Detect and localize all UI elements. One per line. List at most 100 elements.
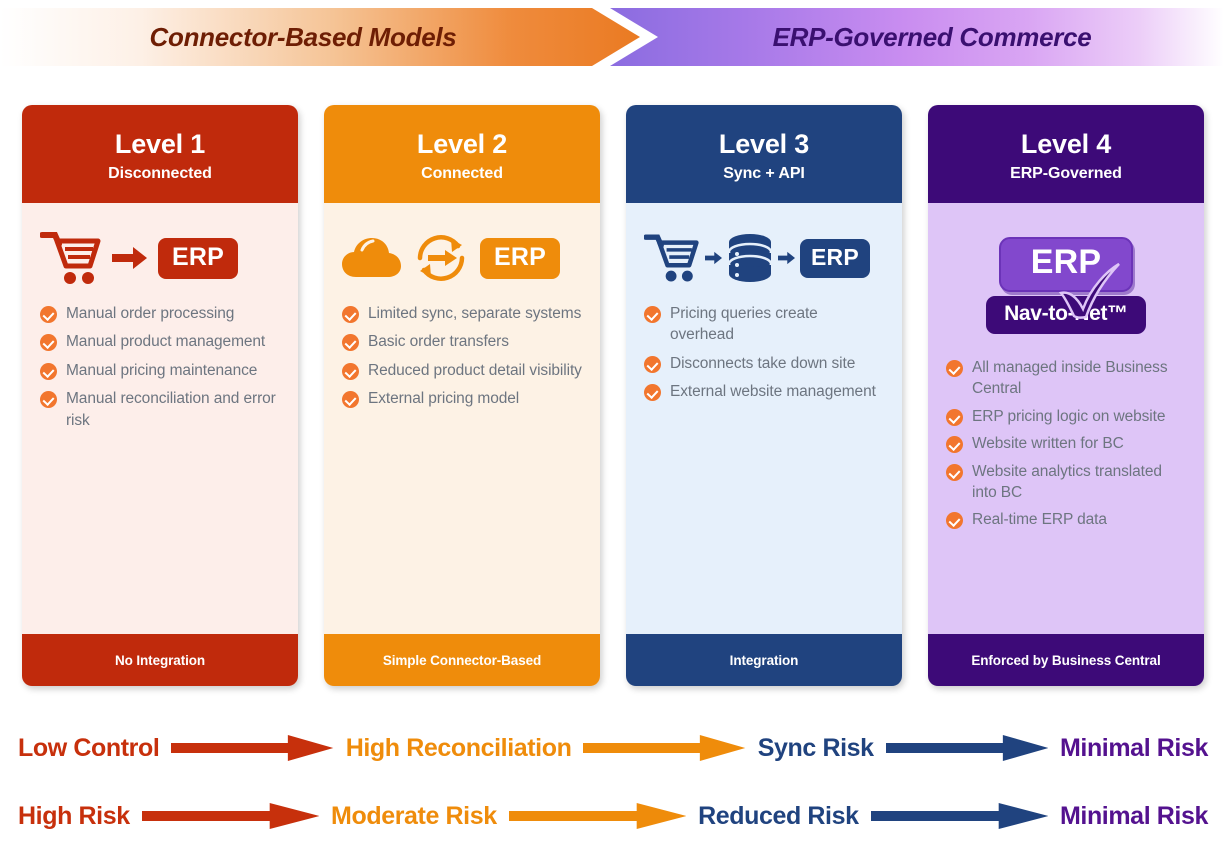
list-item: Manual pricing maintenance [40, 360, 280, 381]
progression-arrow-icon [171, 735, 334, 761]
database-icon [727, 234, 773, 282]
progression-arrow-icon [583, 735, 746, 761]
list-item: All managed inside Business Central [946, 357, 1186, 400]
erp-governed-graphic: ERP [998, 236, 1134, 319]
card-header-level-4: Level 4 ERP-Governed [928, 105, 1204, 203]
bullet-label: Disconnects take down site [670, 354, 856, 372]
bullet-label: ERP pricing logic on website [972, 407, 1166, 425]
check-circle-icon [40, 334, 57, 352]
list-item: Manual reconciliation and error risk [40, 388, 280, 431]
check-circle-icon [40, 391, 57, 409]
bullet-label: External website management [670, 383, 876, 401]
card-header-level-1: Level 1 Disconnected [22, 105, 298, 203]
card-subtitle: ERP-Governed [1010, 164, 1122, 182]
diagram-row-level-2: ERP [342, 219, 582, 297]
check-circle-icon [644, 355, 661, 373]
diagram-row-level-3: ERP [644, 219, 884, 297]
bullet-label: Reduced product detail visibility [368, 361, 582, 379]
card-level-4[interactable]: Level 4 ERP-Governed ERP Nav-to-Net™ [928, 105, 1204, 686]
check-circle-icon [40, 362, 57, 380]
list-item: Real-time ERP data [946, 509, 1186, 530]
card-subtitle: Connected [421, 164, 503, 182]
check-circle-icon [342, 362, 359, 380]
card-subtitle: Disconnected [108, 164, 212, 182]
progression-step-label: Low Control [18, 733, 160, 762]
bullet-label: Limited sync, separate systems [368, 305, 582, 322]
banner-segment-erp: ERP-Governed Commerce [610, 8, 1224, 66]
list-item: External pricing model [342, 388, 582, 409]
card-body-level-4: ERP Nav-to-Net™ All managed inside Busin… [928, 203, 1204, 634]
bullet-list-level-3: Pricing queries create overhead Disconne… [644, 303, 884, 403]
card-footer-level-2: Simple Connector-Based [324, 634, 600, 686]
bullet-label: Website analytics translated into BC [972, 462, 1162, 501]
progression-step-label: High Risk [18, 801, 130, 830]
progression-arrow-icon [508, 803, 687, 829]
list-item: ERP pricing logic on website [946, 406, 1186, 427]
card-body-level-1: ERP Manual order processing Manual produ… [22, 203, 298, 634]
check-circle-icon [40, 306, 57, 323]
card-level-1[interactable]: Level 1 Disconnected ERP [22, 105, 298, 686]
bullet-list-level-1: Manual order processing Manual product m… [40, 303, 280, 431]
card-title: Level 4 [1020, 129, 1112, 160]
banner-left-label: Connector-Based Models [149, 21, 457, 52]
check-circle-icon [946, 512, 963, 530]
card-level-3[interactable]: Level 3 Sync + API [626, 105, 902, 686]
check-circle-icon [342, 306, 359, 323]
card-footer-level-4: Enforced by Business Central [928, 634, 1204, 686]
bullet-label: Manual order processing [66, 305, 235, 322]
check-circle-icon [342, 334, 359, 352]
bullet-label: Basic order transfers [368, 333, 509, 351]
progression-step-label: Sync Risk [757, 733, 874, 762]
sync-arrows-icon [417, 235, 465, 281]
bullet-label: Website written for BC [972, 435, 1124, 453]
shopping-cart-icon [644, 234, 699, 282]
banner-segment-connector: Connector-Based Models [0, 8, 640, 66]
list-item: Website analytics translated into BC [946, 461, 1186, 504]
progression-step-label: High Reconciliation [345, 733, 572, 762]
maturity-cards: Level 1 Disconnected ERP [22, 105, 1204, 686]
check-circle-icon [946, 463, 963, 481]
erp-badge-level-2: ERP [480, 237, 561, 279]
maturity-banner: Connector-Based Models ERP-Governed Comm… [0, 8, 1224, 66]
bullet-label: Pricing queries create overhead [670, 305, 818, 344]
checkmark-icon [1058, 262, 1120, 319]
card-footer-level-3: Integration [626, 634, 902, 686]
progression-row-risk: High Risk Moderate Risk Reduced Risk Min… [18, 795, 1208, 837]
arrow-right-icon [112, 247, 147, 269]
card-header-level-3: Level 3 Sync + API [626, 105, 902, 203]
progression-step-label: Reduced Risk [698, 801, 859, 830]
bullet-list-level-4: All managed inside Business Central ERP … [946, 357, 1186, 531]
card-footer-level-1: No Integration [22, 634, 298, 686]
check-circle-icon [946, 436, 963, 454]
progression-arrow-icon [141, 803, 320, 829]
list-item: Website written for BC [946, 433, 1186, 454]
erp-badge-level-3: ERP [800, 238, 870, 278]
arrow-right-icon [705, 251, 722, 265]
card-title: Level 3 [718, 129, 810, 160]
diagram-row-level-4: ERP Nav-to-Net™ [946, 219, 1186, 351]
bullet-label: External pricing model [368, 390, 520, 408]
check-circle-icon [946, 408, 963, 426]
card-body-level-3: ERP Pricing queries create overhead Disc… [626, 203, 902, 634]
card-subtitle: Sync + API [723, 164, 805, 182]
check-circle-icon [644, 306, 661, 323]
check-circle-icon [644, 384, 661, 402]
list-item: Basic order transfers [342, 331, 582, 352]
list-item: Reduced product detail visibility [342, 360, 582, 381]
card-header-level-2: Level 2 Connected [324, 105, 600, 203]
progression-step-label: Moderate Risk [331, 801, 497, 830]
progression-arrow-icon [885, 735, 1048, 761]
diagram-row-level-1: ERP [40, 219, 280, 297]
bullet-label: Manual pricing maintenance [66, 361, 258, 379]
progression-arrow-icon [870, 803, 1048, 829]
bullet-list-level-2: Limited sync, separate systems Basic ord… [342, 303, 582, 410]
bullet-label: Manual reconciliation and error risk [66, 390, 276, 429]
check-circle-icon [946, 360, 963, 377]
bullet-label: All managed inside Business Central [972, 359, 1168, 398]
card-body-level-2: ERP Limited sync, separate systems Basic… [324, 203, 600, 634]
bullet-label: Manual product management [66, 333, 266, 351]
card-level-2[interactable]: Level 2 Connected ERP [324, 105, 600, 686]
list-item: Disconnects take down site [644, 353, 884, 374]
progression-row-control: Low Control High Reconciliation Sync Ris… [18, 727, 1208, 769]
